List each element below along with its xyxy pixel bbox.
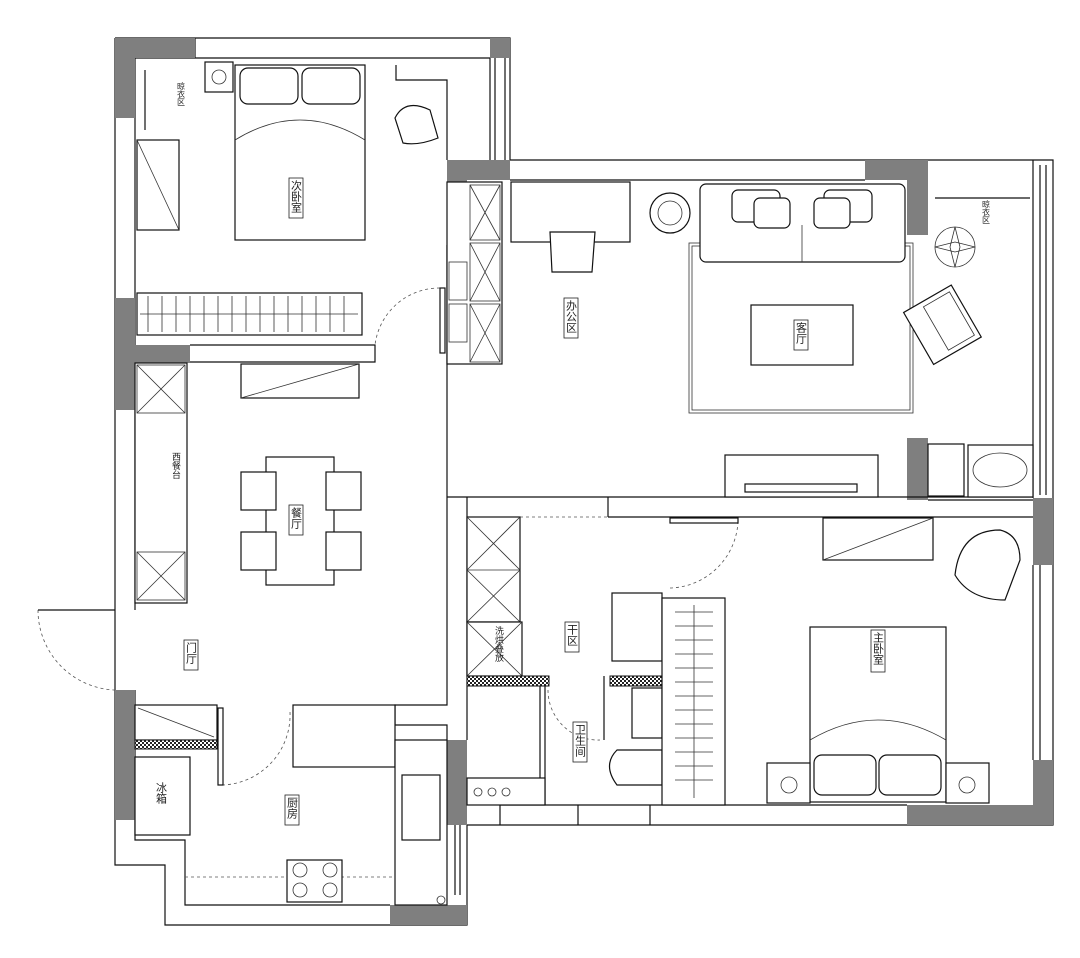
label-dining-room: 餐厅	[288, 504, 304, 536]
label-living-room: 客厅	[793, 319, 809, 351]
label-office: 办公区	[563, 297, 579, 339]
label-counter: 西餐台	[170, 452, 181, 480]
label-second-bedroom: 次卧室	[288, 177, 304, 219]
svg-text:卫生间: 卫生间	[574, 724, 587, 758]
svg-text:晾衣区: 晾衣区	[177, 81, 186, 106]
svg-text:办公区: 办公区	[565, 300, 578, 333]
svg-text:晾衣区: 晾衣区	[982, 199, 991, 224]
label-drying-rack-right: 晾衣区	[982, 199, 991, 224]
office-furniture	[446, 181, 691, 365]
svg-text:西餐台: 西餐台	[170, 452, 181, 480]
svg-text:厨房: 厨房	[286, 797, 299, 820]
svg-text:主卧室: 主卧室	[872, 632, 885, 665]
svg-text:冰箱: 冰箱	[155, 782, 168, 805]
label-master-bedroom: 主卧室	[870, 629, 886, 673]
svg-text:门厅: 门厅	[185, 641, 198, 664]
svg-text:干区: 干区	[566, 624, 579, 646]
second-bedroom-furniture	[136, 61, 439, 399]
label-foyer: 门厅	[183, 639, 199, 671]
doors	[37, 287, 739, 786]
living-room-furniture	[688, 183, 1034, 498]
bathroom-furniture	[466, 516, 663, 806]
kitchen-furniture	[134, 704, 448, 906]
dining-furniture	[134, 362, 362, 604]
master-bedroom-furniture	[661, 517, 1021, 806]
label-bathroom: 卫生间	[572, 721, 588, 763]
label-washer-dryer: 洗烘叠放	[493, 625, 504, 663]
svg-text:客厅: 客厅	[795, 321, 808, 344]
label-fridge: 冰箱	[155, 782, 168, 805]
label-dry-area: 干区	[564, 621, 580, 653]
svg-text:餐厅: 餐厅	[290, 506, 303, 529]
svg-text:洗烘叠放: 洗烘叠放	[493, 625, 504, 663]
label-kitchen: 厨房	[284, 794, 300, 826]
label-drying-rack-left: 晾衣区	[177, 81, 186, 106]
room-labels: 次卧室 办公区 客厅 餐厅 门厅 厨房 冰箱 主卧室 干区 卫生间 洗烘叠放 西…	[155, 81, 991, 826]
svg-text:次卧室: 次卧室	[290, 179, 303, 213]
